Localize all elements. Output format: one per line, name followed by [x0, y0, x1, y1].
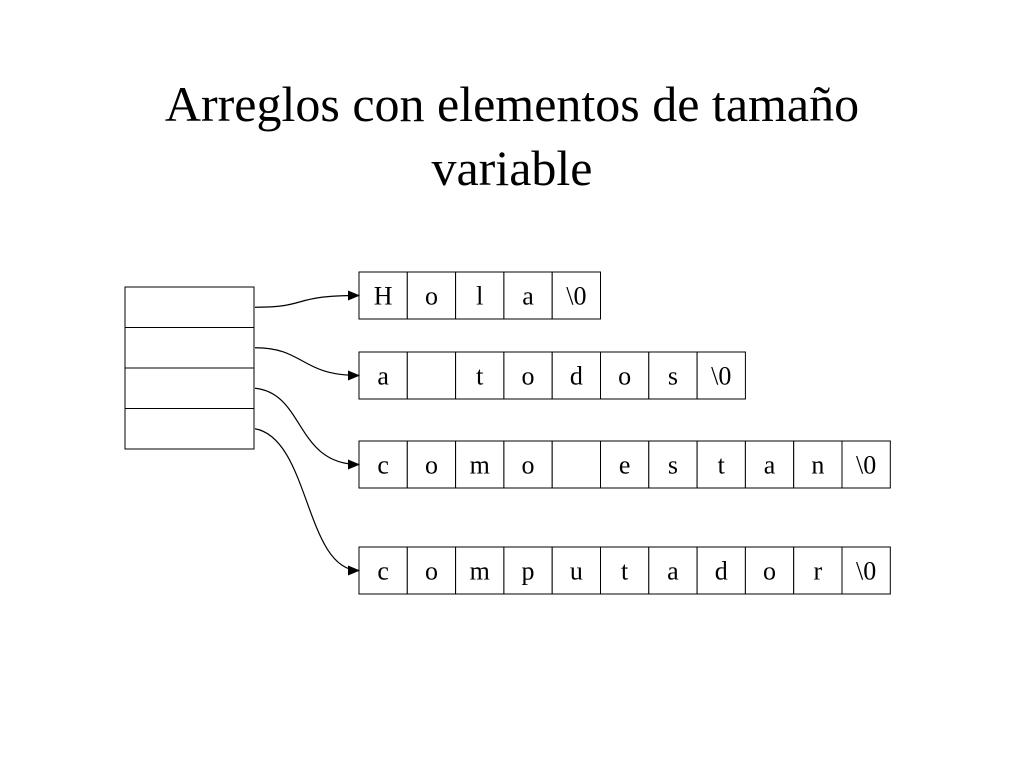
string-hola-char-5: \0 [566, 282, 586, 311]
string-hola-cell-4 [503, 271, 553, 320]
string-computador-char-10: r [814, 557, 823, 586]
pointer-array [124, 286, 255, 450]
string-como-estan-char-3: m [470, 451, 490, 480]
string-a-todos-cell-3 [455, 351, 505, 400]
pointer-slot-4 [124, 408, 255, 450]
string-como-estan-cell-7 [648, 440, 698, 489]
string-computador-char-3: m [470, 557, 490, 586]
string-como-estan-char-11: \0 [856, 451, 876, 480]
string-computador-cell-11 [841, 546, 891, 595]
string-a-todos-cell-4 [503, 351, 553, 400]
string-computador-cell-6 [600, 546, 650, 595]
string-a-todos-char-5: d [570, 362, 583, 391]
string-a-todos-char-6: o [618, 362, 631, 391]
string-a-todos-char-7: s [668, 362, 678, 391]
string-computador-char-7: a [667, 557, 679, 586]
string-como-estan-cell-2 [406, 440, 457, 489]
string-hola-char-4: a [522, 282, 534, 311]
pointer-arrow-4 [254, 428, 360, 576]
string-computador-cell-7 [648, 546, 698, 595]
string-computador-char-11: \0 [856, 557, 876, 586]
string-computador-char-6: t [621, 557, 629, 586]
string-como-estan-char-6: e [619, 451, 631, 480]
string-hola-char-2: o [425, 282, 438, 311]
string-como-estan-char-8: t [718, 451, 726, 480]
pointer-slot-2 [124, 327, 255, 369]
string-computador-cell-2 [406, 546, 457, 595]
string-computador-char-1: c [377, 557, 389, 586]
string-como-estan-cell-10 [793, 440, 843, 489]
string-computador-cell-10 [793, 546, 843, 595]
slide-title-line-1: Arreglos con elementos de tamaño [164, 76, 860, 132]
string-como-estan-cell-5 [551, 440, 602, 489]
string-a-todos-char-8: \0 [711, 362, 731, 391]
string-como-estan-char-2: o [425, 451, 438, 480]
pointer-slot-3 [124, 367, 255, 409]
string-computador-cell-9 [744, 546, 795, 595]
pointer-slot-1 [124, 286, 255, 328]
string-a-todos-char-3: t [476, 362, 484, 391]
string-computador-char-2: o [425, 557, 438, 586]
string-computador-char-4: p [522, 557, 535, 586]
string-a-todos: a t o d o s \0 [358, 351, 746, 400]
string-hola-char-1: H [374, 282, 393, 311]
string-a-todos-cell-1 [358, 351, 408, 400]
string-a-todos-cell-7 [648, 351, 698, 400]
string-a-todos-char-4: o [522, 362, 535, 391]
string-hola-cell-5 [551, 271, 602, 320]
string-computador-char-8: d [715, 557, 728, 586]
string-como-estan-char-1: c [377, 451, 389, 480]
string-computador-char-9: o [763, 557, 776, 586]
string-a-todos-cell-2 [406, 351, 457, 400]
string-computador-cell-8 [696, 546, 746, 595]
slide-title-line-2: variable [431, 140, 593, 196]
string-como-estan-cell-6 [600, 440, 650, 489]
pointer-arrows [254, 290, 360, 576]
string-como-estan-char-9: a [764, 451, 776, 480]
string-como-estan-cell-1 [358, 440, 408, 489]
string-a-todos-cell-5 [551, 351, 602, 400]
string-como-estan-cell-11 [841, 440, 891, 489]
string-a-todos-cell-6 [600, 351, 650, 400]
string-a-todos-char-1: a [377, 362, 389, 391]
string-como-estan-char-7: s [668, 451, 678, 480]
string-computador: c o m p u t a d o r \0 [358, 546, 891, 595]
string-hola-cell-1 [358, 271, 408, 320]
string-a-todos-cell-8 [696, 351, 746, 400]
string-computador-cell-5 [551, 546, 602, 595]
string-computador-cell-4 [503, 546, 553, 595]
string-como-estan: c o m o e s t a n \0 [358, 440, 891, 489]
string-como-estan-char-10: n [811, 451, 824, 480]
string-computador-char-5: u [570, 557, 583, 586]
pointer-arrow-2 [254, 347, 360, 381]
string-como-estan-char-4: o [522, 451, 535, 480]
pointer-arrow-1 [254, 290, 360, 308]
pointer-arrow-3 [254, 387, 360, 470]
slide-title: Arreglos con elementos de tamaño variabl… [0, 72, 1024, 200]
string-hola-char-3: l [476, 282, 483, 311]
